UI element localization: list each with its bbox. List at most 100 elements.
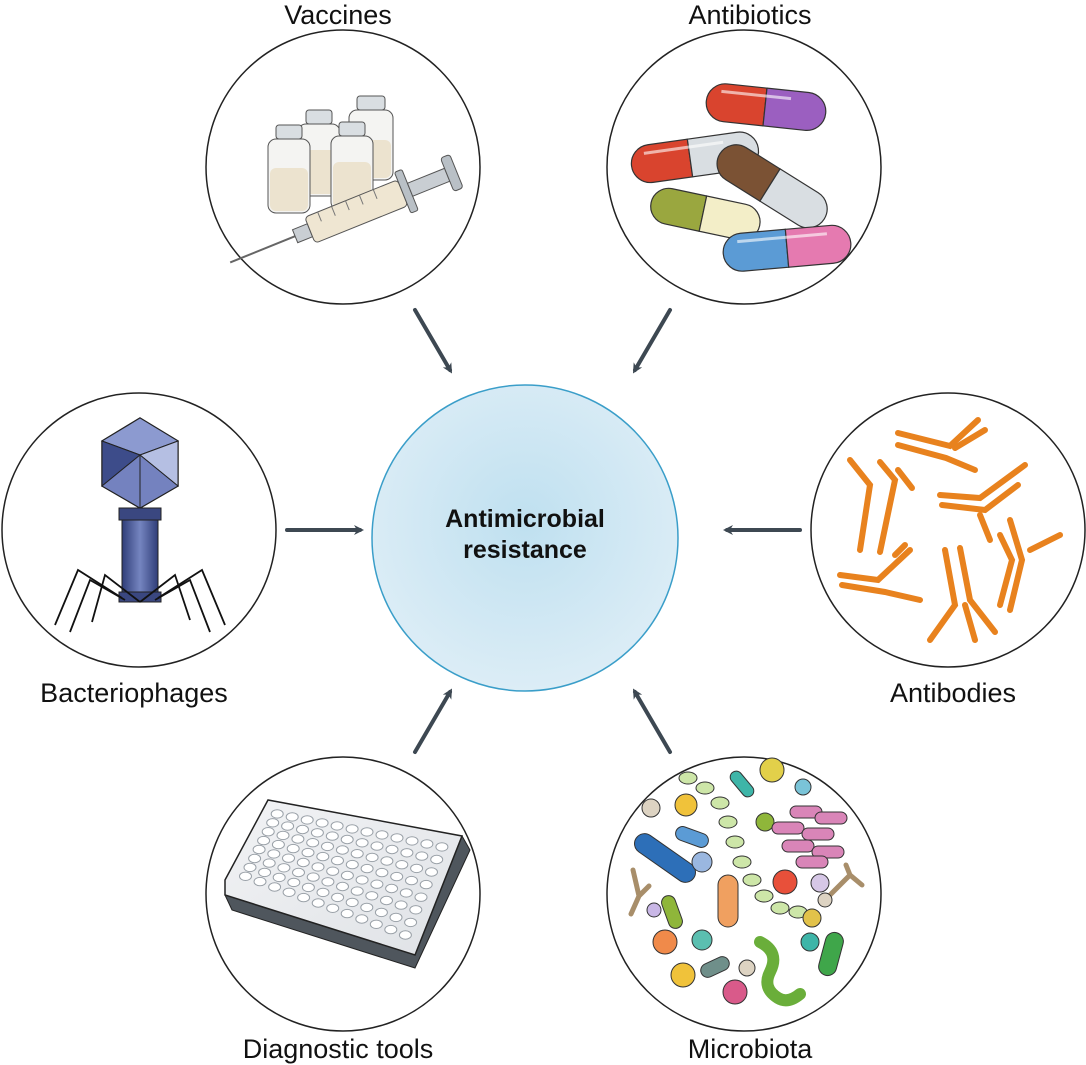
plate-well [369,919,383,929]
capsules-icon [630,83,852,272]
plate-well [360,902,374,913]
plate-well [395,860,409,870]
plate-well [282,853,295,863]
plate-well [266,818,280,828]
plate-well [267,849,281,859]
plate-well [340,834,354,845]
label-antibodies: Antibodies [889,678,1017,708]
node-microbiota [606,756,882,1032]
arrow-vaccines [413,308,453,374]
plate-well [350,849,364,859]
plate-well [331,892,345,903]
plate-well [261,827,275,837]
plate-well [310,828,324,838]
plate-well [276,830,290,841]
plate-well [430,854,444,865]
plate-well [365,852,379,863]
label-bacteriophages: Bacteriophages [40,678,228,708]
node-vaccines [205,29,481,305]
plate-well [380,856,394,866]
plate-well [301,847,315,858]
plate-well [394,900,408,910]
plate-well [390,871,404,882]
plate-well [425,867,438,877]
plate-well [268,882,282,892]
plate-well [419,879,433,890]
center-circle [371,384,679,692]
plate-well [410,863,424,874]
plate-well [350,886,364,896]
plate-well [385,883,399,894]
plate-well [374,907,388,918]
plate-well [355,914,369,924]
plate-well [404,917,418,928]
plate-well [291,834,305,844]
plate-well [420,839,434,849]
plate-well [257,835,271,846]
plate-well [296,824,309,835]
plate-well [316,851,330,862]
plate-well [315,818,329,828]
plate-well [258,867,272,878]
plate-well [370,879,384,889]
node-bacteriophages [1,392,277,668]
plate-well [316,887,330,898]
arrow-antibiotics [632,308,672,374]
plate-well [272,872,286,883]
antibody-icon [837,417,1063,643]
plate-well [311,862,325,872]
plate-well [399,888,413,898]
plate-well [321,841,334,852]
plate-well [297,892,311,903]
center-label-line2: resistance [463,536,587,564]
plate-well [326,903,340,913]
arrow-diagnostic [413,688,453,754]
plate-well [262,858,276,868]
center-label: Antimicrobial resistance [405,504,645,566]
plate-well [330,821,344,831]
plate-well [400,848,414,858]
arrow-microbiota [632,688,672,754]
plate-well [287,877,301,888]
plate-well [355,875,369,885]
label-vaccines: Vaccines [284,0,392,30]
plate-well [375,867,389,878]
node-antibodies [810,392,1086,668]
plate-well [355,838,369,848]
bacteriophage-icon [54,417,226,633]
plate-well [370,841,384,851]
plate-well [286,843,300,854]
plate-well [300,815,314,825]
plate-well [340,908,354,919]
plate-well [345,824,359,834]
plate-well [415,851,429,861]
node-antibiotics [606,29,882,305]
plate-well [248,853,262,864]
plate-well [414,892,428,902]
plate-well [281,821,295,831]
plate-well [409,905,423,915]
microplate-icon [224,799,471,969]
plate-well [385,844,399,855]
plate-well [282,887,296,897]
plate-well [271,839,285,850]
label-diagnostic-tools: Diagnostic tools [242,1034,434,1064]
plate-well [277,863,291,873]
plate-well [306,838,320,848]
plate-well [285,812,299,822]
microbes-icon [628,757,865,1007]
center-label-line1: Antimicrobial [445,505,605,533]
plate-well [239,871,252,881]
plate-well [326,866,340,876]
plate-well [321,877,335,887]
plate-well [252,844,266,855]
plate-well [296,857,310,868]
node-circle-antibodies [810,392,1086,668]
plate-well [435,842,449,852]
arrows [285,308,802,754]
plate-well [306,872,320,882]
syringe-vials-icon [229,95,463,264]
plate-well [336,881,349,892]
plate-well [360,863,374,874]
